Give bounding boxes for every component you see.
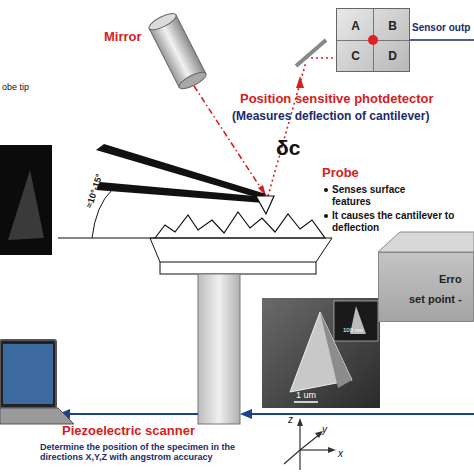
sample-stage [150,237,332,238]
feedback-arrow [240,409,252,419]
part-label: Position sensitive photdetector [240,92,434,107]
bullet [324,188,328,192]
image-caption: obe tip [2,82,29,92]
axes [284,422,332,470]
part-label: Probe [322,166,359,181]
sample-stage [316,238,332,262]
beam-arrow [296,76,304,88]
node-text: Erro [439,273,462,285]
laptop-base [0,408,74,424]
sem-image [262,298,380,408]
laser-source [147,10,208,91]
note: (Measures deflection of cantilever) [232,110,429,124]
node-text: A [337,19,374,33]
part-label: Piezoelectric scanner [62,424,195,439]
axis-label: y [322,424,327,436]
cantilever [96,182,266,203]
sample-surface [155,212,325,238]
bullet [324,214,328,218]
base-line [58,237,155,238]
mirror [296,40,326,66]
sample-stage [160,262,316,274]
laptop-display [3,344,53,404]
reflected-beam [268,62,306,196]
tip-image [8,170,44,240]
part-label: Mirror [104,30,142,45]
signal-wire [410,39,474,41]
axis-arrow [328,447,336,453]
laser-spot [368,35,378,45]
node-text: B [374,19,411,33]
axis-label: x [338,448,343,460]
scale-label: 100 nm [343,327,363,334]
piezo-column [198,274,240,424]
controller-box: Erro set point - [378,252,474,322]
scale-label: 1 um [296,390,316,400]
photodetector: AB CD [336,8,410,72]
feedback-wire [246,413,474,415]
tip-image [0,145,52,255]
sample-stage [150,238,160,262]
axis-label: z [288,414,293,426]
sem-inset [334,301,378,341]
node-text: set point - [409,293,462,305]
node-text: C [337,49,374,63]
controller-top [378,232,474,252]
scale-bar [294,401,318,403]
note: Senses surface features [332,184,427,207]
axis-arrow [297,418,303,426]
deflection-symbol: δc [276,136,300,160]
laptop-screen [0,340,56,408]
probe-tip [256,196,274,214]
note: Determine the position of the specimen i… [40,442,240,463]
axis-arrow [315,431,323,438]
feedback-wire [66,413,198,415]
angle-dimension: ≈10°-15° [84,173,105,210]
note: It causes the cantilever to deflection [332,210,457,233]
node-text: D [374,49,411,63]
signal-name: Sensor outp [412,22,470,34]
